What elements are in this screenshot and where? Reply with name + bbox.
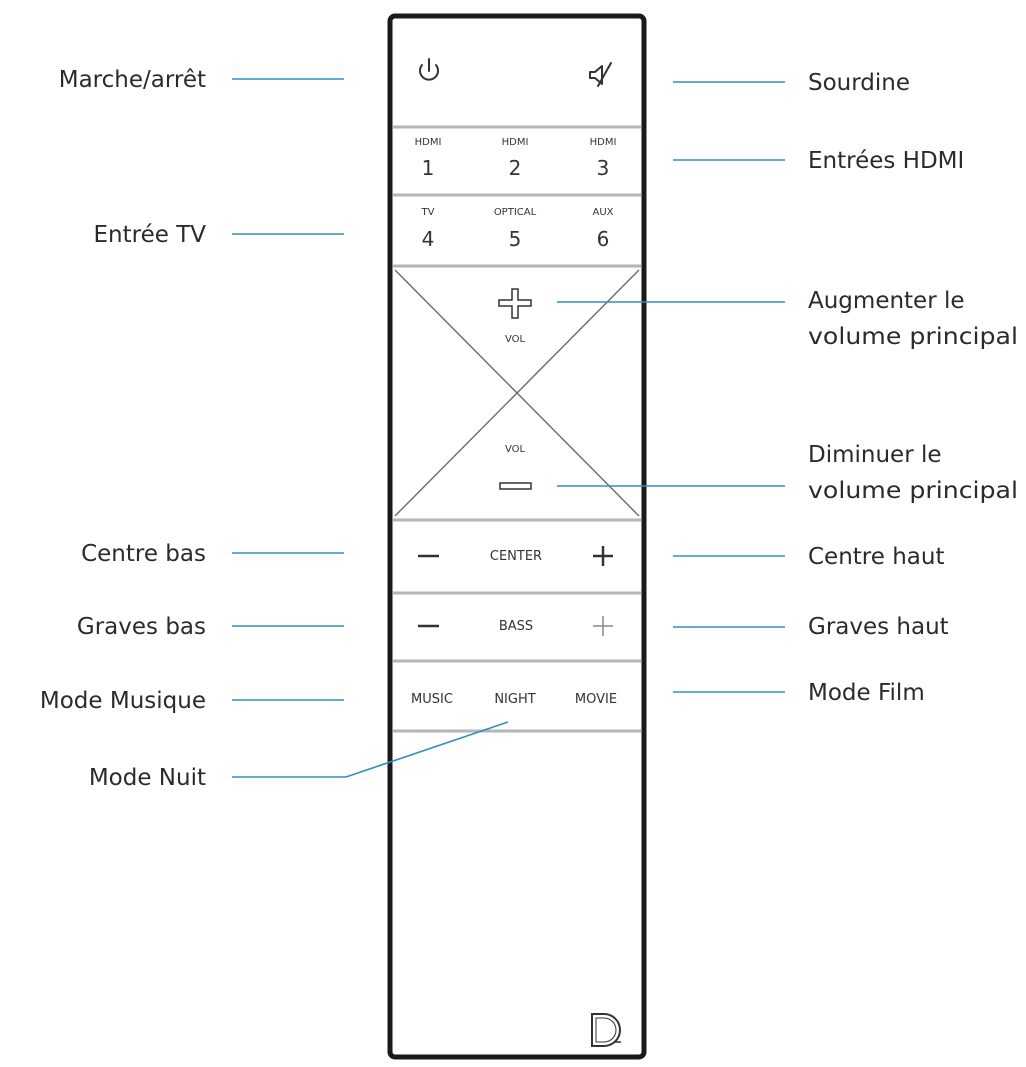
- brand-logo-icon: [591, 1013, 621, 1047]
- input-number: 3: [597, 156, 610, 180]
- label-movie-mode: Mode Film: [808, 680, 925, 706]
- label-center-up: Centre haut: [808, 544, 944, 570]
- input-row-hdmi: HDMI 1 HDMI 2 HDMI 3: [415, 137, 617, 180]
- input-caption: HDMI: [590, 137, 617, 148]
- minus-icon: [499, 482, 532, 490]
- mute-icon: [589, 62, 612, 87]
- label-power: Marche/arrêt: [59, 67, 206, 93]
- center-up-button[interactable]: [593, 546, 613, 566]
- label-music-mode: Mode Musique: [40, 688, 206, 714]
- power-button[interactable]: [419, 58, 439, 81]
- label-tv-input: Entrée TV: [94, 222, 207, 248]
- input-caption: HDMI: [415, 137, 442, 148]
- label-bass-up: Graves haut: [808, 614, 949, 640]
- plus-icon: [593, 616, 613, 636]
- input-button-hdmi-1[interactable]: HDMI 1: [415, 137, 442, 180]
- input-button-hdmi-3[interactable]: HDMI 3: [590, 137, 617, 180]
- night-mode-button[interactable]: NIGHT: [494, 692, 535, 707]
- volume-panel: [394, 269, 640, 517]
- input-number: 4: [422, 227, 435, 251]
- mute-button[interactable]: [589, 62, 612, 87]
- input-caption: OPTICAL: [494, 207, 537, 218]
- input-number: 1: [422, 156, 435, 180]
- callout-lines: [232, 78, 785, 778]
- label-bass-down: Graves bas: [77, 614, 206, 640]
- label-vol-up-line1: Augmenter le: [808, 288, 965, 314]
- volume-down-label: VOL: [505, 444, 526, 455]
- input-button-aux[interactable]: AUX 6: [592, 207, 613, 251]
- bass-row: BASS: [418, 616, 613, 636]
- input-caption: TV: [421, 207, 435, 218]
- input-caption: HDMI: [502, 137, 529, 148]
- input-row-other: TV 4 OPTICAL 5 AUX 6: [421, 207, 614, 251]
- center-label: CENTER: [490, 549, 542, 564]
- plus-icon: [593, 546, 613, 566]
- input-caption: AUX: [592, 207, 613, 218]
- label-night-mode: Mode Nuit: [89, 765, 206, 791]
- volume-up-label: VOL: [505, 334, 526, 345]
- volume-down-button[interactable]: VOL: [499, 444, 532, 490]
- volume-up-button[interactable]: VOL: [498, 288, 532, 345]
- remote-body: [387, 13, 647, 1060]
- label-vol-down-line1: Diminuer le: [808, 442, 942, 468]
- label-vol-down-line2: volume principal: [808, 478, 1018, 504]
- bass-up-button[interactable]: [593, 616, 613, 636]
- movie-mode-button[interactable]: MOVIE: [575, 692, 617, 707]
- label-vol-up-line2: volume principal: [808, 324, 1018, 350]
- plus-icon: [498, 288, 532, 319]
- input-button-hdmi-2[interactable]: HDMI 2: [502, 137, 529, 180]
- bass-label: BASS: [499, 619, 533, 634]
- input-button-tv[interactable]: TV 4: [421, 207, 435, 251]
- center-row: CENTER: [418, 546, 613, 566]
- label-center-down: Centre bas: [81, 541, 206, 567]
- callout-line-night: [232, 721, 509, 778]
- mode-row: MUSIC NIGHT MOVIE: [411, 692, 617, 707]
- label-hdmi-inputs: Entrées HDMI: [808, 148, 964, 174]
- music-mode-button[interactable]: MUSIC: [411, 692, 453, 707]
- input-number: 6: [597, 227, 610, 251]
- input-number: 2: [509, 156, 522, 180]
- volume-divider: [394, 269, 640, 517]
- input-number: 5: [509, 227, 522, 251]
- input-button-optical[interactable]: OPTICAL 5: [494, 207, 537, 251]
- label-mute: Sourdine: [808, 70, 910, 96]
- power-icon: [419, 58, 439, 81]
